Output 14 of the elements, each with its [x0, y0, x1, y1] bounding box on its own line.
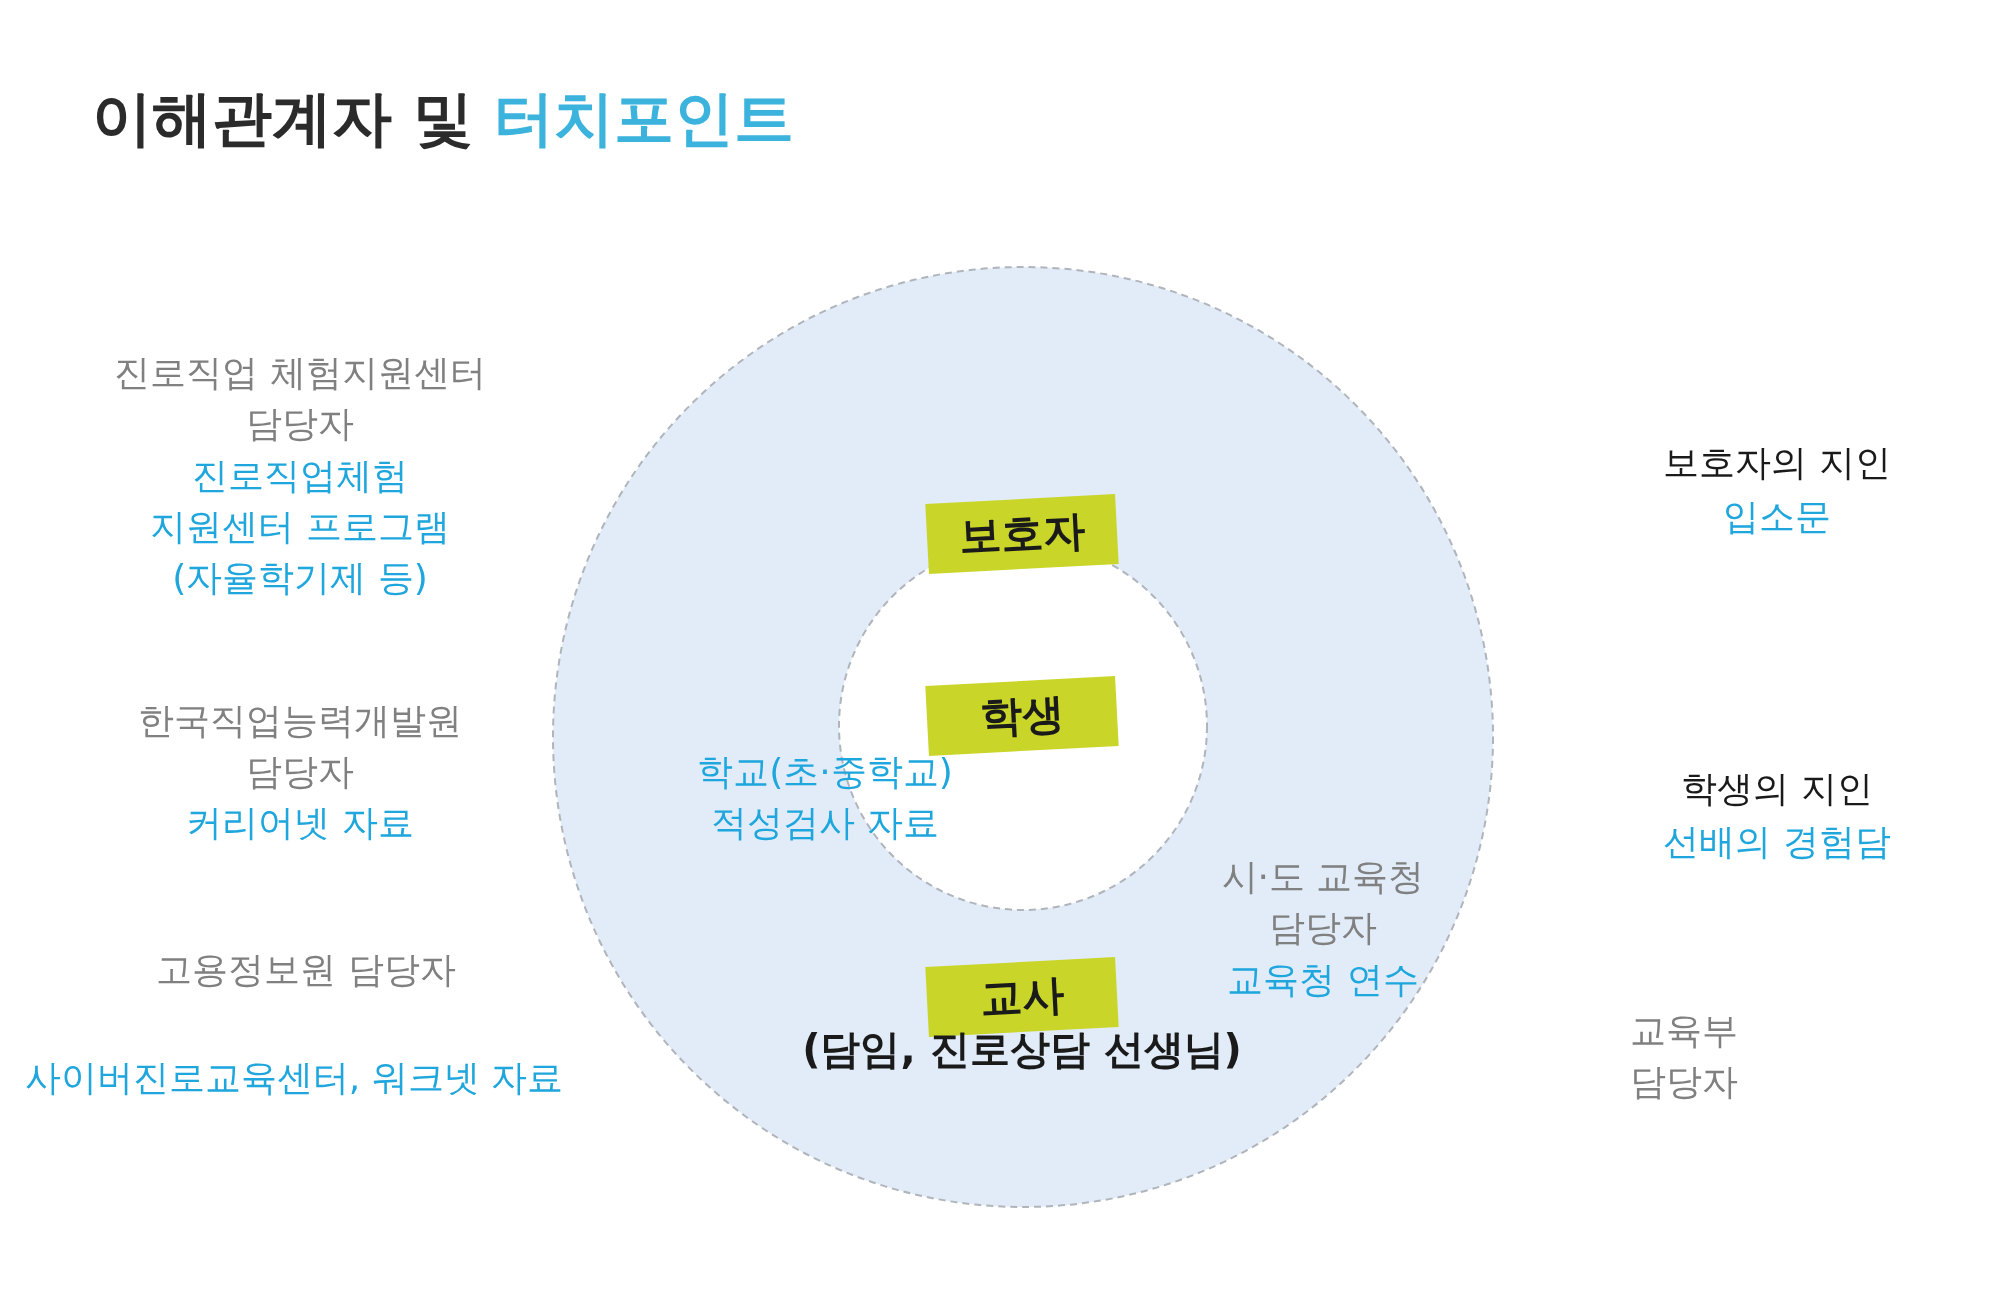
note-text: 진로직업체험 지원센터 프로그램 (자율학기제 등) — [149, 454, 451, 600]
note-text: 교육청 연수 — [1226, 958, 1420, 1002]
note-text: 선배의 경험담 — [1662, 820, 1892, 864]
note-text: 보호자의 지인 — [1662, 441, 1892, 485]
note-text: 커리어넷 자료 — [185, 801, 415, 845]
note-text: 입소문 — [1722, 495, 1832, 539]
note-text: 학생의 지인 — [1680, 767, 1874, 811]
note-text: 사이버진로교육센터, 워크넷 자료 — [23, 1056, 565, 1100]
note-text: 고용정보원 담당자 — [156, 948, 456, 992]
note-text: 교육부 담당자 — [1629, 1009, 1739, 1104]
note-text: 시·도 교육청 담당자 — [1220, 855, 1426, 950]
note-text: 진로직업 체험지원센터 담당자 — [113, 351, 487, 446]
title-heading: 이해관계자 및 터치포인트 — [92, 82, 794, 155]
note-text: 한국직업능력개발원 담당자 — [137, 699, 463, 794]
